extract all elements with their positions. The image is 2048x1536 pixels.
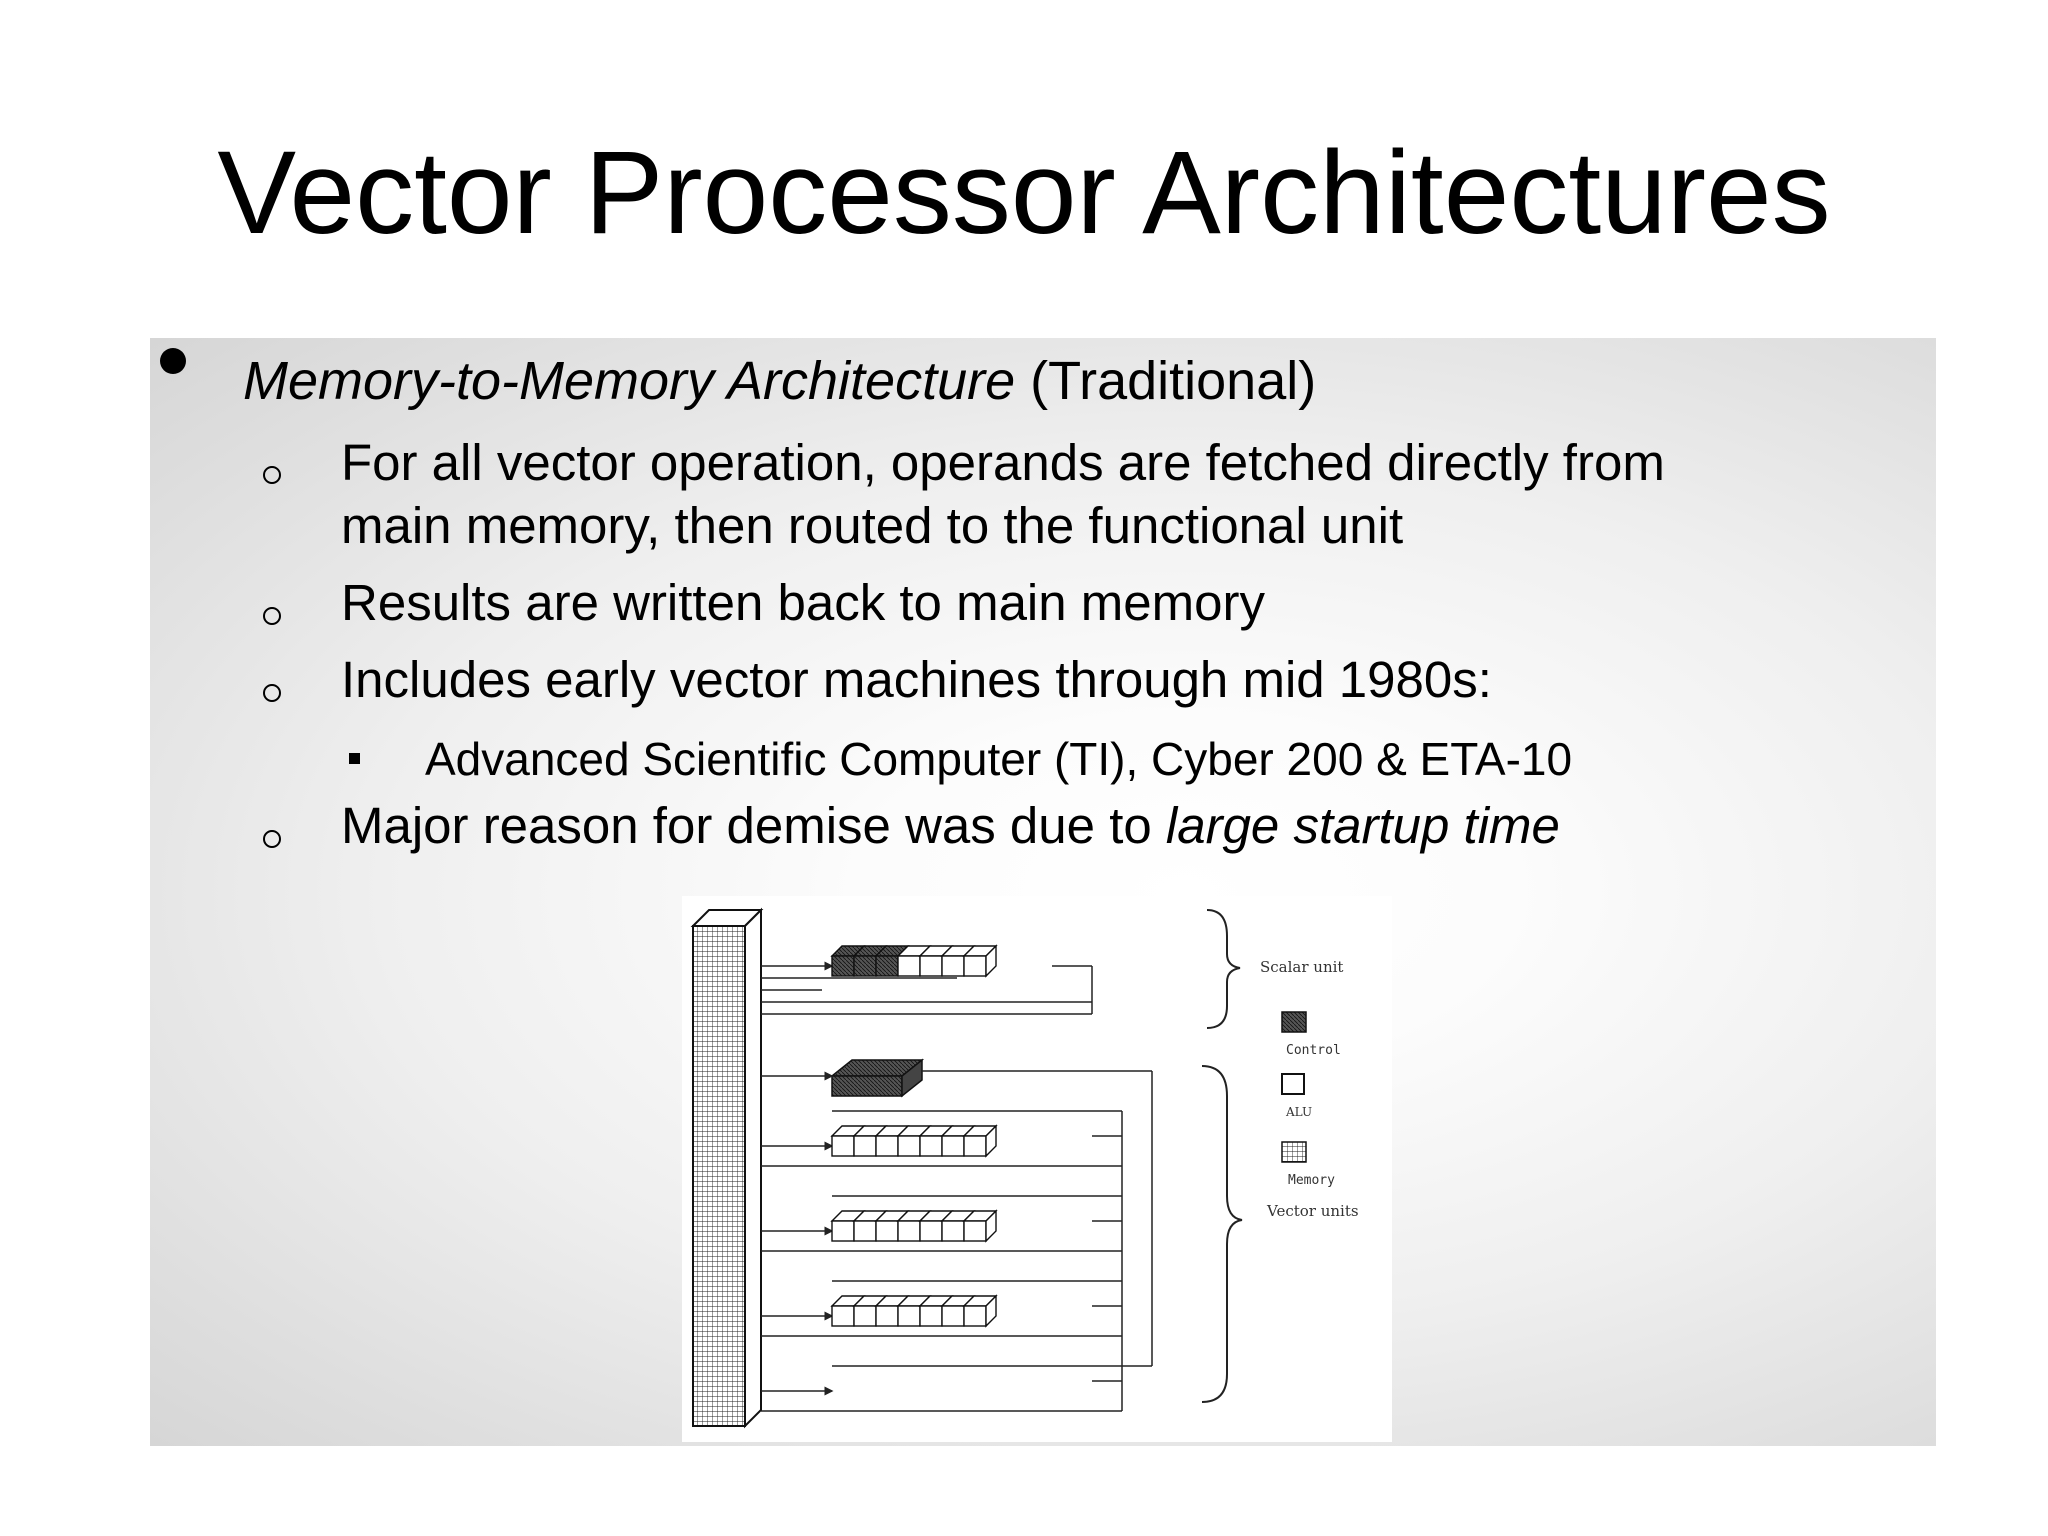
sub-bullet-1-line-2: main memory, then routed to the function… [341, 497, 1404, 554]
sub-bullet-marker [263, 466, 281, 484]
architecture-diagram-svg: Scalar unit Control ALU Memory Vector un… [690, 907, 1359, 1429]
memory-legend-label: Memory [1288, 1173, 1335, 1188]
scalar-unit-label: Scalar unit [1260, 958, 1343, 976]
alu-legend-label: ALU [1285, 1105, 1312, 1119]
scalar-brace [1206, 909, 1241, 1029]
vector-register-cells-3 [830, 1294, 998, 1328]
vector-brace [1201, 1065, 1243, 1403]
sub-bullet-1-line-1: For all vector operation, operands are f… [341, 434, 1665, 491]
architecture-diagram: Scalar unit Control ALU Memory Vector un… [682, 896, 1392, 1442]
main-bullet-italic: Memory-to-Memory Architecture [243, 351, 1016, 411]
main-memory-column [690, 907, 764, 1429]
sub-bullet-marker [263, 684, 281, 702]
control-legend-icon [1281, 1011, 1307, 1033]
register-cells [830, 944, 998, 1328]
sub-sub-bullet-marker [349, 753, 360, 764]
control-unit [761, 1058, 1152, 1098]
alu-legend-icon [1281, 1073, 1305, 1095]
scalar-register-row [761, 961, 1093, 1015]
vector-unit-rows [761, 1071, 1153, 1412]
slide-title: Vector Processor Architectures [217, 127, 1831, 259]
memory-legend-icon [1281, 1141, 1307, 1163]
sub-sub-bullet: Advanced Scientific Computer (TI), Cyber… [425, 733, 1573, 785]
control-legend-label: Control [1286, 1043, 1341, 1058]
sub-bullet-3: Includes early vector machines through m… [341, 651, 1492, 708]
bullet-dot [160, 348, 186, 374]
main-bullet-normal: (Traditional) [1015, 351, 1317, 411]
main-bullet-text: Memory-to-Memory Architecture (Tradition… [243, 348, 1316, 414]
vector-register-cells-2 [830, 1209, 998, 1243]
sub-bullet-4-normal: Major reason for demise was due to [341, 797, 1166, 854]
sub-bullet-4: Major reason for demise was due to large… [341, 794, 1560, 858]
vector-units-label: Vector units [1266, 1202, 1359, 1220]
sub-bullet-2: Results are written back to main memory [341, 574, 1265, 631]
scalar-register-cells [830, 944, 998, 978]
sub-bullet-marker [263, 830, 281, 848]
sub-bullet-4-italic: large startup time [1165, 797, 1560, 854]
vector-register-cells-1 [830, 1124, 998, 1158]
sub-bullet-marker [263, 607, 281, 625]
